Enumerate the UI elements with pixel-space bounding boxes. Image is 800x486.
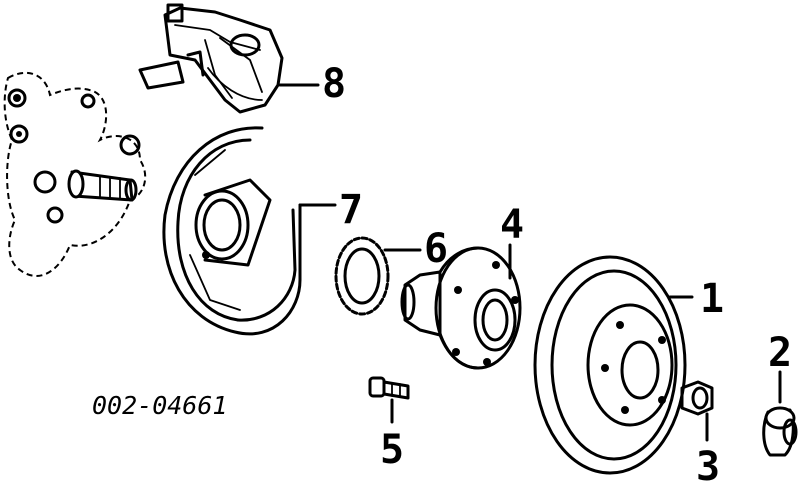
wheel-hub: [400, 243, 522, 370]
callout-1: 1: [700, 276, 724, 322]
dust-shield: [162, 126, 337, 336]
callout-4: 4: [500, 202, 524, 248]
steering-knuckle: [3, 71, 147, 277]
callout-7: 7: [339, 187, 363, 233]
callout-3: 3: [696, 444, 720, 486]
callout-8: 8: [322, 61, 346, 107]
callout-6: 6: [424, 226, 448, 272]
callout-5: 5: [380, 427, 404, 473]
abs-tone-ring: [334, 236, 422, 316]
callout-2: 2: [768, 330, 792, 376]
brake-caliper: [138, 3, 320, 114]
dust-cap: [762, 370, 798, 457]
diagram-part-code: 002-04661: [92, 391, 227, 420]
lug-nut: [680, 380, 714, 442]
brake-rotor: [533, 255, 694, 475]
wheel-stud: [368, 376, 410, 424]
